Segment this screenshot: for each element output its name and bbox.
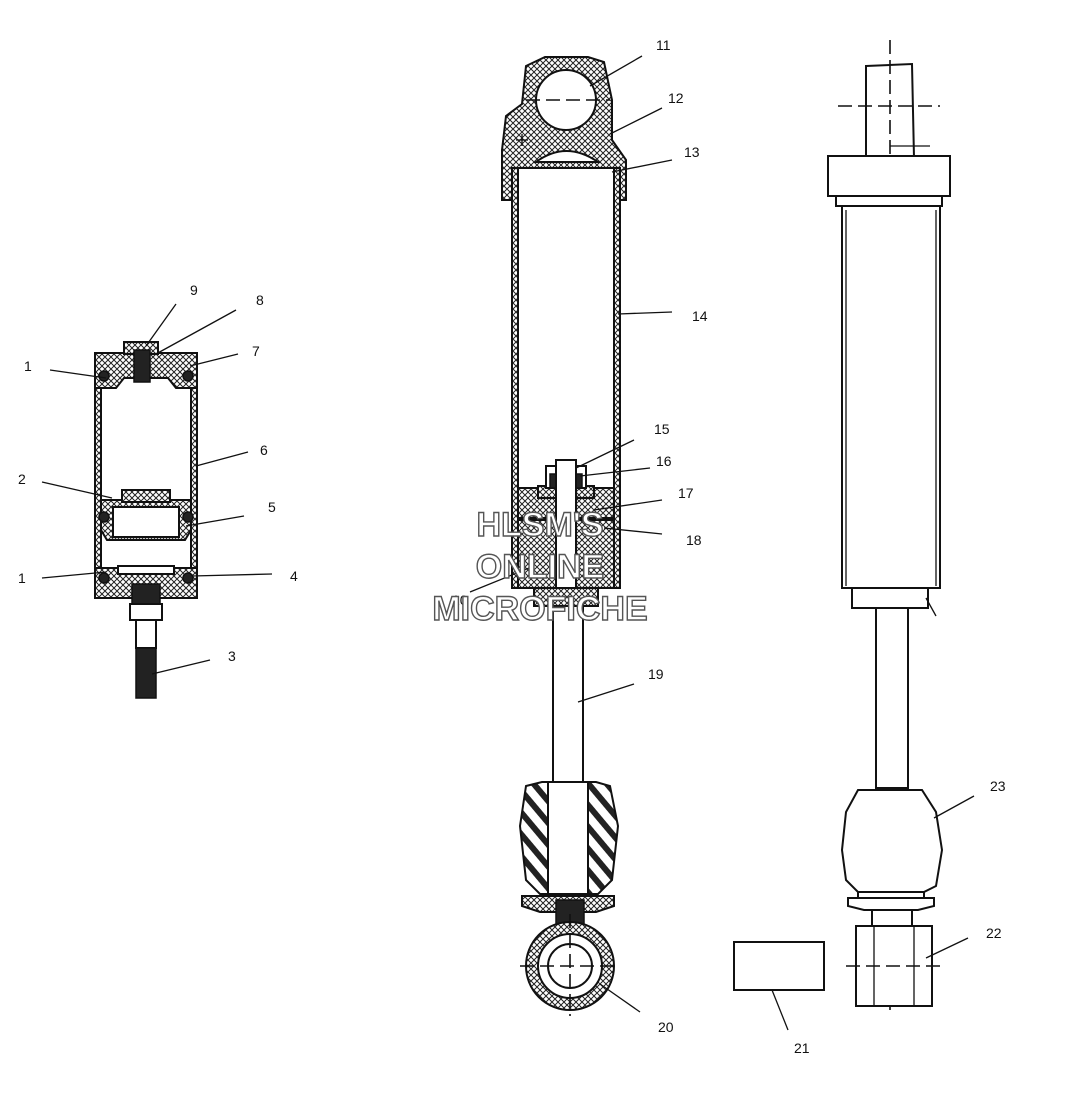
callout-17: 17	[678, 485, 694, 501]
callout-3: 3	[228, 648, 236, 664]
reservoir-wall-left	[94, 352, 102, 599]
o-ring-piston-left	[98, 511, 110, 523]
hose-fitting-stem	[135, 619, 157, 649]
callout-15: 15	[654, 421, 670, 437]
callout-10: 10	[452, 592, 468, 608]
bottom-cap-recess	[117, 565, 175, 575]
callout-1-lower: 1	[18, 570, 26, 586]
callout-11: 11	[656, 37, 671, 53]
callout-1-upper: 1	[24, 358, 32, 374]
exterior-seal-cap	[851, 587, 929, 609]
reservoir-hose	[135, 647, 157, 699]
o-ring-bottom-left	[98, 572, 110, 584]
callout-20: 20	[658, 1019, 674, 1035]
watermark-line-3: MICROFICHE	[432, 590, 647, 628]
callout-23: 23	[990, 778, 1006, 794]
shock-body-cutaway	[501, 56, 627, 1016]
body-wall-left	[511, 167, 519, 589]
body-wall-right	[613, 167, 621, 589]
callout-19: 19	[648, 666, 664, 682]
watermark-line-1: HLSM'S	[476, 506, 603, 544]
callout-9: 9	[190, 282, 198, 298]
top-cap	[827, 155, 951, 197]
exterior-bump-stop	[840, 789, 944, 893]
callout-22: 22	[986, 925, 1002, 941]
exterior-body	[841, 205, 941, 589]
reservoir-wall-right	[190, 352, 198, 599]
watermark: HLSM'S ONLINE MICROFICHE	[432, 505, 649, 628]
o-ring-bottom-right	[182, 572, 194, 584]
callout-18: 18	[686, 532, 702, 548]
valve-core	[133, 349, 151, 383]
mount-sleeve	[733, 941, 825, 991]
o-ring-top-left	[98, 370, 110, 382]
callout-13: 13	[684, 144, 700, 160]
hose-fitting-thread	[131, 583, 161, 605]
o-ring-top-right	[182, 370, 194, 382]
reservoir-body-outline	[94, 352, 198, 599]
callout-16: 16	[656, 453, 672, 469]
piston-core	[112, 506, 180, 538]
leader-lines	[41, 55, 975, 1031]
exterior-shaft	[875, 607, 909, 789]
callout-12: 12	[668, 90, 684, 106]
callout-6: 6	[260, 442, 268, 458]
shock-exterior-view	[827, 40, 951, 1010]
callout-2: 2	[18, 471, 26, 487]
piston-valve	[121, 489, 171, 503]
o-ring-piston-right	[182, 511, 194, 523]
cap-collar	[835, 195, 943, 207]
callout-21: 21	[794, 1040, 810, 1056]
callout-4: 4	[290, 568, 298, 584]
mount-cavity	[532, 150, 602, 163]
callout-14: 14	[692, 308, 708, 324]
callout-numbers: 1 1 2 3 4 5 6 7 8 9 10 11 12 13 14 15 16…	[18, 37, 1006, 1056]
callout-5: 5	[268, 499, 276, 515]
reservoir-assembly	[94, 341, 198, 699]
callout-8: 8	[256, 292, 264, 308]
exterior-lower-collar	[847, 897, 935, 911]
hose-fitting-nut	[129, 603, 163, 621]
watermark-line-2: ONLINE	[476, 548, 604, 586]
bump-stop-bore	[547, 781, 589, 895]
callout-7: 7	[252, 343, 260, 359]
